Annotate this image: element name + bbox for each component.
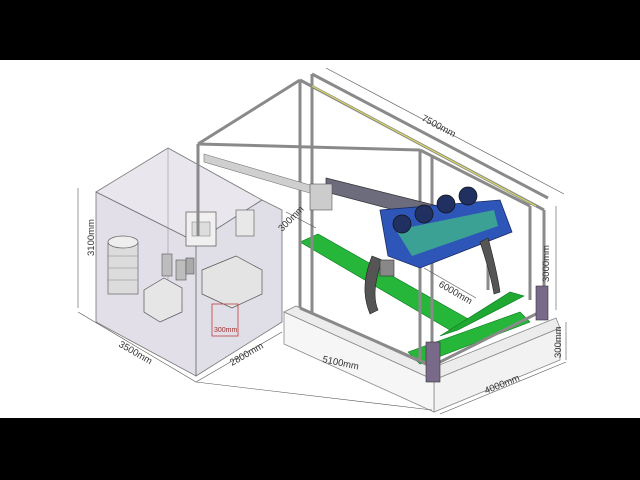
dim-300-base: 300mm: [553, 326, 564, 358]
top-rail-highlight: [311, 85, 537, 207]
water-tank: [107, 235, 139, 295]
room-door: [211, 303, 239, 337]
wall-panel: [235, 209, 255, 237]
pump-unit: [143, 277, 183, 323]
dim-3100: 3100mm: [86, 219, 97, 256]
chemical-canisters: [161, 253, 195, 281]
dim-300-door: 300mm: [214, 327, 238, 334]
dim-6000: 6000mm: [437, 279, 475, 307]
green-floor-track-side: [439, 291, 525, 337]
machine-box: [201, 255, 263, 309]
diagram-canvas: 7500mm 3100mm 3000mm 300mm 300mm 6000mm …: [0, 60, 640, 418]
dim-3000: 3000mm: [541, 245, 552, 282]
car-wash-layout-diagram: 7500mm 3100mm 3000mm 300mm 300mm 6000mm …: [77, 67, 567, 415]
wash-gantry-head: [309, 177, 513, 315]
post-base-right: [535, 285, 549, 321]
base-slab-left: [283, 311, 435, 413]
dim-7500: 7500mm: [420, 113, 458, 140]
control-cabinet: [185, 211, 217, 247]
post-base-front: [425, 341, 441, 383]
dimension-lines: [77, 67, 567, 415]
